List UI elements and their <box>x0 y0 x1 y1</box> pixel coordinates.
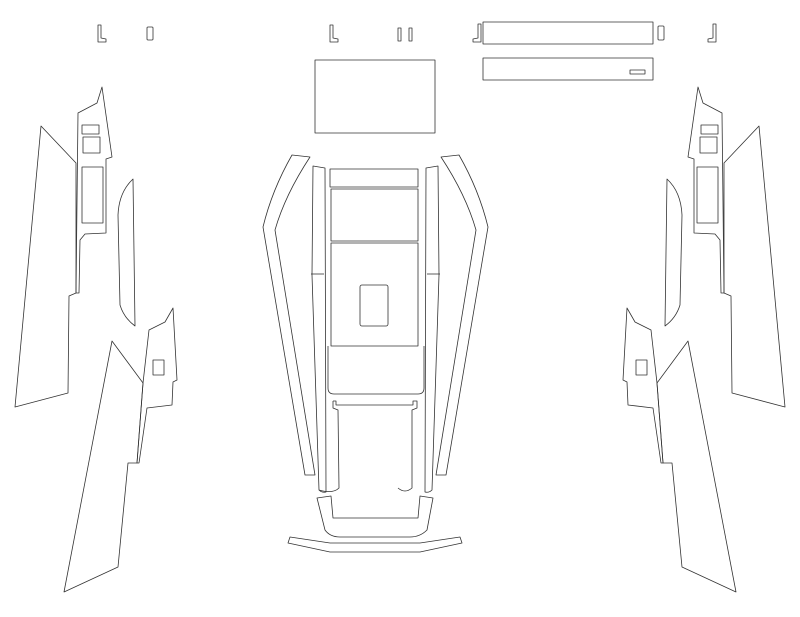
switch-cutout <box>82 136 101 154</box>
small-j-piece <box>472 23 482 43</box>
console-rear-panel-left <box>318 401 340 492</box>
front-door-panel <box>14 125 77 408</box>
rear-door-trim <box>136 307 178 464</box>
switch-cutout <box>152 359 165 376</box>
a-pillar-strip <box>262 154 316 476</box>
left-console-strips <box>262 154 327 493</box>
console-bottom-bar <box>287 536 463 553</box>
console-rear-panel <box>333 400 418 492</box>
console-end-u-piece <box>316 495 434 538</box>
front-door-trim <box>75 86 113 294</box>
right-door-parts <box>622 86 786 593</box>
long-strip-piece <box>482 57 654 81</box>
small-j-piece <box>707 23 717 43</box>
console-mid-panel <box>330 188 419 242</box>
small-bar-piece <box>397 27 402 42</box>
right-console-strips <box>424 154 489 493</box>
small-bar-piece <box>408 27 413 42</box>
shifter-cutout <box>359 284 389 327</box>
small-rect-piece <box>146 26 154 41</box>
small-l-piece <box>97 24 107 43</box>
strip-slot <box>629 69 646 75</box>
console-top-panel <box>329 168 419 188</box>
top-small-parts <box>97 21 717 134</box>
center-console <box>287 168 463 553</box>
rear-door-panel <box>63 340 144 593</box>
long-strip-piece <box>482 21 654 45</box>
small-rect-piece <box>657 25 665 41</box>
console-side-strip <box>311 165 327 493</box>
small-l-piece <box>329 24 339 43</box>
console-lower-panel <box>327 346 425 395</box>
left-door-parts <box>14 86 178 593</box>
display-panel-piece <box>314 59 436 134</box>
switch-cutout <box>81 124 100 135</box>
pillar-trim <box>117 178 136 327</box>
console-main-panel <box>330 242 419 347</box>
handle-cutout <box>81 166 104 224</box>
